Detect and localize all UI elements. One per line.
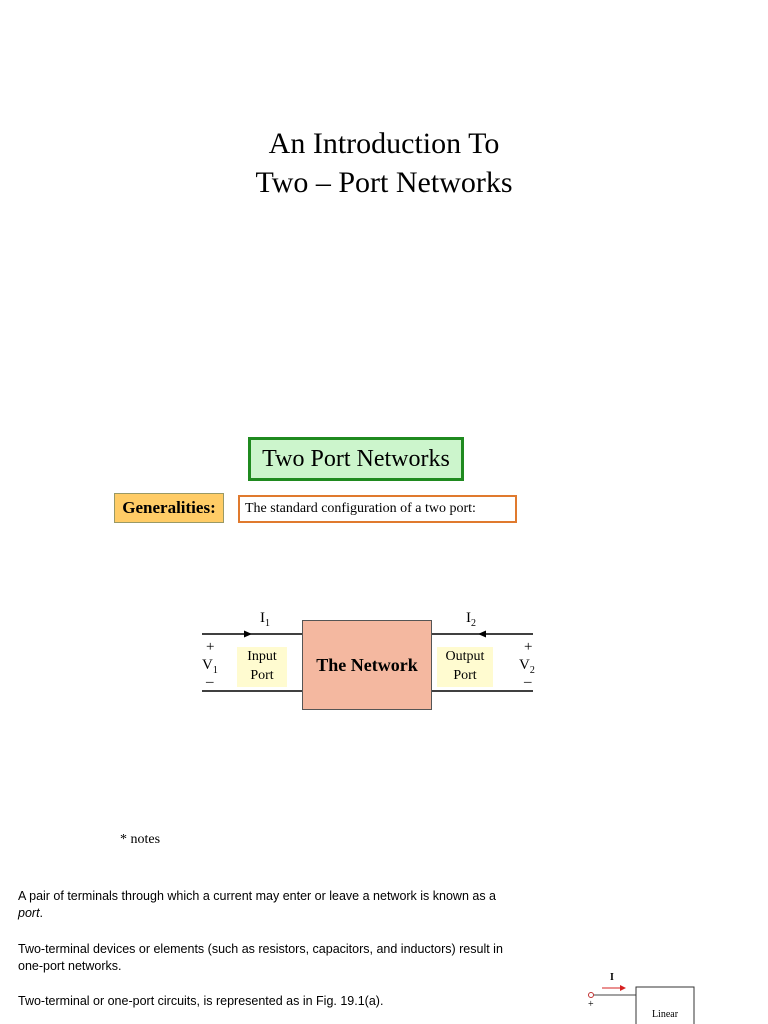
v2-label: V2 (519, 657, 535, 676)
output-port-line-1: Output (445, 649, 485, 664)
i2-subscript: 2 (471, 618, 476, 629)
v2-letter: V (519, 657, 530, 673)
v1-letter: V (202, 657, 213, 673)
generalities-label: Generalities: (114, 493, 224, 523)
v1-minus: – (206, 674, 214, 690)
v1-plus: + (206, 639, 215, 655)
fig-box-label: Linear (651, 1009, 679, 1020)
section-heading: Two Port Networks (248, 437, 464, 481)
i1-label: I1 (260, 610, 270, 629)
fig-terminal-icon (588, 992, 594, 998)
fig-linear-box (635, 986, 695, 1024)
fig-current-label: I (610, 972, 614, 983)
v1-label: V1 (202, 657, 218, 676)
title-line-2: Two – Port Networks (255, 166, 513, 199)
i1-letter: I (260, 610, 265, 626)
one-port-figure-svg (588, 985, 695, 1024)
notes-label: * notes (120, 832, 161, 847)
v1-subscript: 1 (212, 665, 218, 676)
i1-arrow-icon (244, 630, 252, 638)
i2-letter: I (466, 610, 471, 626)
paragraph-1-end: . (39, 906, 44, 920)
i2-arrow-icon (478, 630, 486, 638)
paragraph-1-italic: port (18, 906, 40, 920)
output-port-line-2: Port (453, 668, 477, 683)
paragraph-1: A pair of terminals through which a curr… (18, 888, 538, 922)
slide-title: An Introduction To Two – Port Networks (0, 124, 768, 202)
v2-minus: – (524, 674, 532, 690)
i1-subscript: 1 (265, 618, 270, 629)
i2-label: I2 (466, 610, 476, 629)
input-port-line-2: Port (250, 668, 274, 683)
generalities-text: The standard configuration of a two port… (238, 495, 517, 523)
input-port-label: Input Port (237, 647, 287, 687)
output-port-label: Output Port (437, 647, 493, 687)
paragraph-2: Two-terminal devices or elements (such a… (18, 942, 503, 973)
input-port-line-1: Input (247, 649, 277, 664)
fig-current-arrow-icon (620, 985, 626, 991)
paragraph-3: Two-terminal or one-port circuits, is re… (18, 994, 384, 1008)
paragraph-1-text: A pair of terminals through which a curr… (18, 889, 497, 903)
title-line-1: An Introduction To (268, 127, 500, 160)
fig-plus: + (588, 999, 594, 1010)
v2-subscript: 2 (529, 665, 535, 676)
network-box: The Network (302, 620, 432, 710)
v2-plus: + (524, 639, 533, 655)
